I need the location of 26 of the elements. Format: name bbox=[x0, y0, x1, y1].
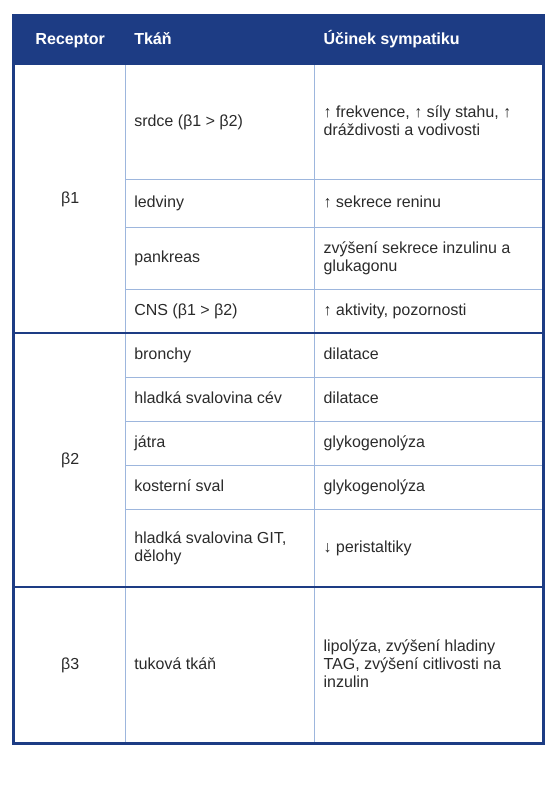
effect-text: lipolýza, zvýšení hladiny TAG, zvýšení citlivosti na inzulin bbox=[323, 638, 502, 691]
effect-text: dilatace bbox=[323, 390, 379, 407]
effect-text: glykogenolýza bbox=[323, 478, 425, 495]
effect-text: ↑ aktivity, pozornosti bbox=[323, 302, 466, 319]
effect-text: ↑ frekvence, ↑ síly stahu, ↑ dráždivosti a vodivosti bbox=[323, 104, 512, 139]
effect-text: ↓ peristaltiky bbox=[323, 538, 412, 556]
effect-text: zvýšení sekrece inzulinu a glukagonu bbox=[323, 240, 510, 275]
tissue-label: CNS (β1 > β2) bbox=[134, 302, 238, 319]
column-header: Tkáň bbox=[126, 16, 315, 64]
tissue-label: srdce (β1 > β2) bbox=[134, 112, 243, 130]
receptor-label: β3 bbox=[61, 656, 80, 673]
effect-text: dilatace bbox=[323, 346, 379, 364]
tissue-label: kosterní sval bbox=[134, 478, 224, 495]
tissue-label: bronchy bbox=[134, 346, 192, 364]
receptor-label: β2 bbox=[61, 451, 80, 468]
tissue-label: hladká svalovina cév bbox=[134, 390, 282, 407]
tissue-label: játra bbox=[134, 434, 166, 451]
receptor-label: β1 bbox=[61, 190, 80, 206]
tissue-label: tuková tkáň bbox=[134, 656, 216, 673]
column-header: Účinek sympatiku bbox=[314, 16, 544, 64]
effect-text: ↑ sekrece reninu bbox=[323, 194, 441, 211]
effect-text: glykogenolýza bbox=[323, 434, 425, 451]
column-header: Receptor bbox=[14, 16, 126, 64]
tissue-label: ledviny bbox=[134, 194, 184, 211]
tissue-label: pankreas bbox=[134, 249, 200, 266]
tissue-label: hladká svalovina GIT, dělohy bbox=[134, 530, 286, 565]
